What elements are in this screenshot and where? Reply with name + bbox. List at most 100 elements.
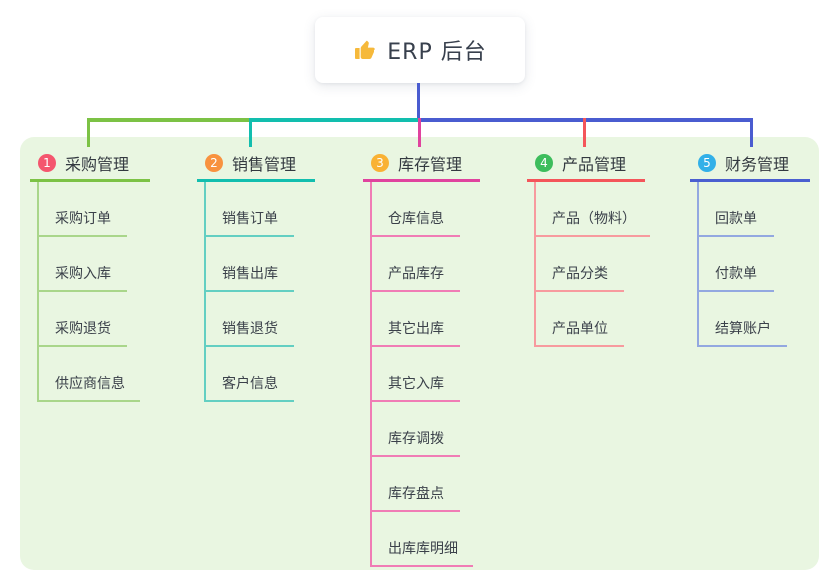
child-node-underline	[534, 290, 624, 292]
child-node-库存调拨[interactable]: 库存调拨	[363, 402, 480, 457]
root-node-label: ERP 后台	[387, 40, 487, 65]
child-node-label: 销售订单	[222, 211, 278, 227]
branch-title[interactable]: 5 财务管理	[690, 146, 810, 179]
branch-title-label: 销售管理	[232, 154, 297, 174]
branches-panel	[20, 137, 819, 570]
child-node-供应商信息[interactable]: 供应商信息	[30, 347, 150, 402]
branch-children: 产品（物料） 产品分类产品单位	[527, 182, 650, 347]
child-node-underline	[37, 400, 140, 402]
child-node-label: 产品（物料）	[552, 211, 636, 227]
child-node-label: 采购入库	[55, 266, 111, 282]
child-node-label: 仓库信息	[388, 211, 444, 227]
branch-title-underline	[690, 179, 810, 182]
child-node-label: 结算账户	[715, 321, 771, 337]
child-node-采购订单[interactable]: 采购订单	[30, 182, 150, 237]
branch-title-underline	[527, 179, 645, 182]
branch-children: 采购订单采购入库采购退货供应商信息	[30, 182, 150, 402]
child-node-underline	[370, 290, 460, 292]
child-node-underline	[534, 235, 650, 237]
branch-title-label: 财务管理	[725, 154, 790, 174]
child-node-销售出库[interactable]: 销售出库	[197, 237, 315, 292]
child-node-label: 客户信息	[222, 376, 278, 392]
child-node-label: 库存调拨	[388, 431, 444, 447]
child-node-underline	[204, 235, 294, 237]
connector-line	[249, 118, 252, 147]
child-node-underline	[370, 400, 460, 402]
branch-title-label: 产品管理	[562, 154, 627, 174]
child-node-underline	[697, 235, 774, 237]
child-node-underline	[204, 345, 294, 347]
child-node-付款单[interactable]: 付款单	[690, 237, 810, 292]
connector-line	[750, 118, 753, 147]
children-trunk-line	[697, 182, 699, 347]
branch-产品管理: 4 产品管理产品（物料） 产品分类产品单位	[527, 146, 650, 347]
child-node-underline	[204, 400, 294, 402]
child-node-underline	[534, 345, 624, 347]
child-node-label: 产品分类	[552, 266, 608, 282]
connector-line	[87, 118, 249, 122]
child-node-underline	[370, 345, 460, 347]
child-node-label: 其它入库	[388, 376, 444, 392]
child-node-产品分类[interactable]: 产品分类	[527, 237, 645, 292]
child-node-label: 其它出库	[388, 321, 444, 337]
connector-line	[249, 118, 418, 122]
child-node-结算账户[interactable]: 结算账户	[690, 292, 810, 347]
children-trunk-line	[534, 182, 536, 347]
child-node-label: 采购退货	[55, 321, 111, 337]
children-trunk-line	[37, 182, 39, 402]
branch-title[interactable]: 1 采购管理	[30, 146, 150, 179]
child-node-回款单[interactable]: 回款单	[690, 182, 810, 237]
child-node-underline	[370, 455, 460, 457]
branch-children: 仓库信息产品库存其它出库其它入库库存调拨库存盘点出库库明细	[363, 182, 480, 567]
branch-number-badge: 1	[38, 153, 56, 172]
branch-title-underline	[363, 179, 480, 182]
branch-采购管理: 1 采购管理采购订单采购入库采购退货供应商信息	[30, 146, 150, 402]
child-node-label: 回款单	[715, 211, 757, 227]
branch-children: 回款单付款单结算账户	[690, 182, 810, 347]
child-node-label: 付款单	[715, 266, 757, 282]
child-node-label: 产品库存	[388, 266, 444, 282]
branch-children: 销售订单销售出库销售退货客户信息	[197, 182, 315, 402]
thumbs-up-icon	[355, 40, 376, 59]
child-node-label: 供应商信息	[55, 376, 125, 392]
child-node-仓库信息[interactable]: 仓库信息	[363, 182, 480, 237]
children-trunk-line	[370, 182, 372, 567]
child-node-underline	[697, 345, 787, 347]
branch-number-badge: 5	[698, 153, 716, 172]
child-node-产品库存[interactable]: 产品库存	[363, 237, 480, 292]
branch-number-badge: 4	[535, 153, 553, 172]
children-trunk-line	[204, 182, 206, 402]
child-node-underline	[37, 345, 127, 347]
child-node-label: 销售出库	[222, 266, 278, 282]
branch-title-underline	[197, 179, 315, 182]
child-node-underline	[37, 290, 127, 292]
child-node-label: 采购订单	[55, 211, 111, 227]
child-node-产品单位[interactable]: 产品单位	[527, 292, 645, 347]
child-node-其它出库[interactable]: 其它出库	[363, 292, 480, 347]
branch-title-label: 库存管理	[398, 154, 463, 174]
child-node-label: 库存盘点	[388, 486, 444, 502]
child-node-采购入库[interactable]: 采购入库	[30, 237, 150, 292]
branch-财务管理: 5 财务管理回款单付款单结算账户	[690, 146, 810, 347]
connector-line	[418, 118, 421, 147]
child-node-客户信息[interactable]: 客户信息	[197, 347, 315, 402]
branch-title-label: 采购管理	[65, 154, 130, 174]
child-node-label: 产品单位	[552, 321, 608, 337]
child-node-产品（物料）[interactable]: 产品（物料）	[527, 182, 650, 237]
child-node-销售退货[interactable]: 销售退货	[197, 292, 315, 347]
child-node-underline	[370, 565, 473, 567]
root-node-erp[interactable]: ERP 后台	[315, 17, 525, 83]
connector-line	[87, 118, 90, 147]
child-node-underline	[204, 290, 294, 292]
child-node-underline	[370, 510, 460, 512]
child-node-其它入库[interactable]: 其它入库	[363, 347, 480, 402]
child-node-库存盘点[interactable]: 库存盘点	[363, 457, 480, 512]
child-node-采购退货[interactable]: 采购退货	[30, 292, 150, 347]
child-node-销售订单[interactable]: 销售订单	[197, 182, 315, 237]
child-node-出库库明细[interactable]: 出库库明细	[363, 512, 480, 567]
branch-title[interactable]: 4 产品管理	[527, 146, 645, 179]
